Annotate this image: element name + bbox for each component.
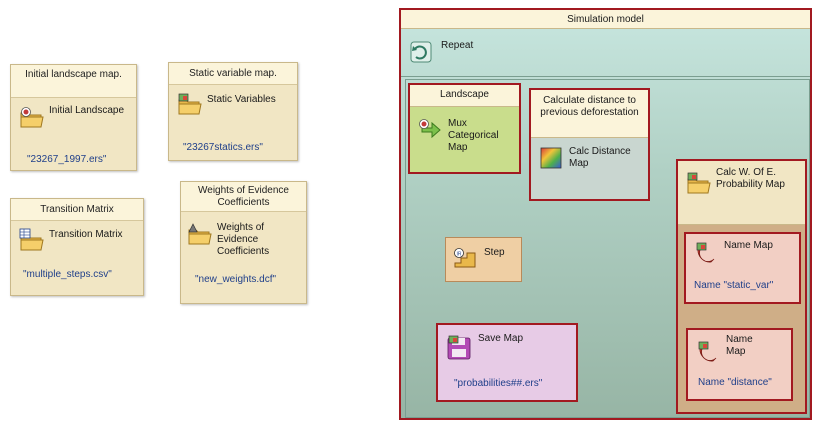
landscape-label: Mux Categorical Map [448,118,499,153]
static-variable-functor[interactable]: Static variable map. Static Variables "2… [168,62,298,161]
weights-of-evidence-label: Weights of Evidence Coefficients [217,222,270,257]
folder-map-icon [20,107,44,128]
initial-landscape-label: Initial Landscape [49,105,125,116]
name-map-static-var-label: Name Map [724,240,773,251]
folder-table-icon [19,228,44,251]
name-map-distance-value: Name "distance" [698,377,772,388]
transition-matrix-header: Transition Matrix [11,199,143,221]
simulation-model-container[interactable]: Simulation model Repeat Landscape Mux Ca… [399,8,812,420]
static-variable-value: "23267statics.ers" [183,142,263,153]
repeat-icon [410,41,432,63]
svg-text:IR: IR [457,252,462,258]
step-stairs-icon: IR [454,248,476,268]
initial-landscape-functor[interactable]: Initial landscape map. Initial Landscape… [10,64,137,171]
calc-woe-label: Calc W. Of E. Probability Map [716,167,785,190]
folder-weights-icon [188,223,212,245]
save-map-value: "probabilities##.ers" [454,378,543,389]
folder-map-icon [687,172,711,194]
weights-of-evidence-header: Weights of Evidence Coefficients [181,182,306,212]
static-variable-label: Static Variables [207,94,276,105]
calc-distance-box[interactable]: Calculate distance to previous deforesta… [529,88,650,201]
transition-matrix-functor[interactable]: Transition Matrix Transition Matrix "mul… [10,198,144,296]
folder-map-icon [178,93,202,115]
calc-distance-label: Calc Distance Map [569,146,631,169]
distance-map-icon [540,147,562,169]
landscape-box[interactable]: Landscape Mux Categorical Map [408,83,521,174]
repeat-body [405,79,810,418]
repeat-bar[interactable]: Repeat [401,29,810,77]
name-map-static-var-value: Name "static_var" [694,280,774,291]
weights-of-evidence-functor[interactable]: Weights of Evidence Coefficients Weights… [180,181,307,304]
name-map-static-var-box[interactable]: Name Map Name "static_var" [684,232,801,304]
save-map-label: Save Map [478,333,524,344]
magnet-icon [696,242,715,263]
magnet-icon [698,341,717,362]
save-map-box[interactable]: Save Map "probabilities##.ers" [436,323,578,402]
initial-landscape-header: Initial landscape map. [11,65,136,98]
transition-matrix-value: "multiple_steps.csv" [23,269,112,280]
floppy-disk-icon [447,335,471,360]
repeat-label: Repeat [441,40,474,51]
weights-of-evidence-value: "new_weights.dcf" [195,274,277,285]
name-map-distance-label: Name Map [726,334,753,357]
static-variable-header: Static variable map. [169,63,297,85]
initial-landscape-value: "23267_1997.ers" [27,154,107,165]
landscape-header: Landscape [410,85,519,107]
simulation-model-title: Simulation model [401,10,810,29]
name-map-distance-box[interactable]: Name Map Name "distance" [686,328,793,401]
transition-matrix-label: Transition Matrix [49,229,123,240]
step-label: Step [484,247,505,258]
calc-distance-header: Calculate distance to previous deforesta… [531,90,648,138]
calc-woe-box[interactable]: Calc W. Of E. Probability Map Name Map N… [676,159,807,414]
mux-arrow-icon [419,119,441,139]
step-box[interactable]: IR Step [445,237,522,282]
